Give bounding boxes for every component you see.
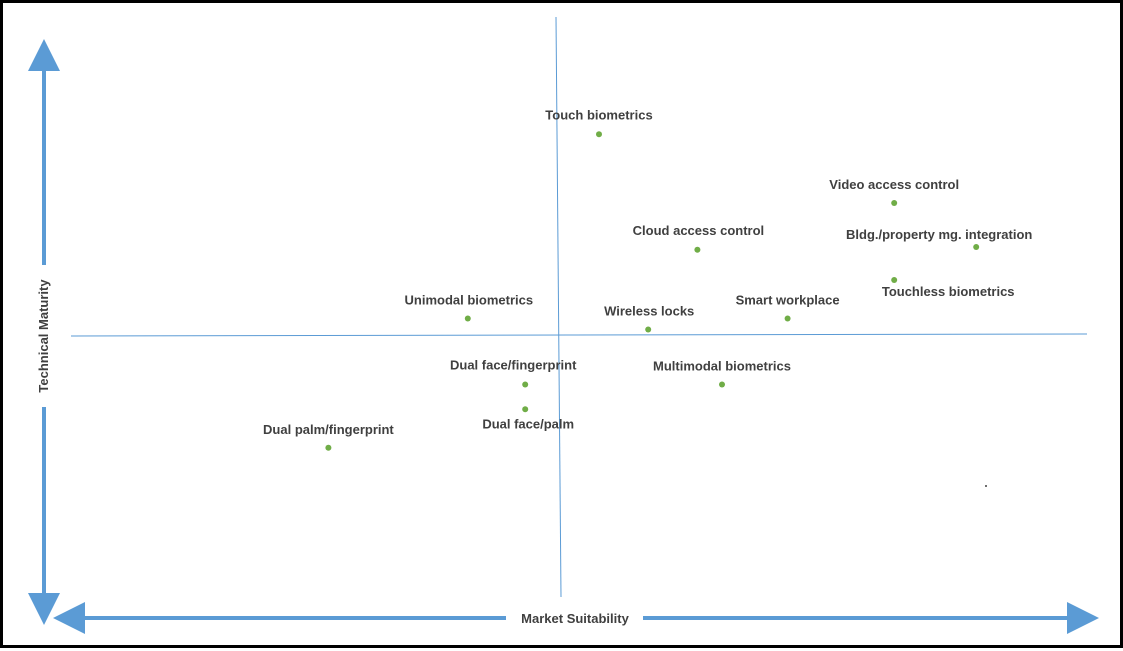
data-point: [325, 444, 332, 451]
data-point-label: Dual face/palm: [482, 416, 574, 431]
data-point: [891, 200, 898, 206]
data-point-label: Cloud access control: [633, 223, 764, 238]
data-point: [891, 277, 898, 283]
data-point-label: Dual palm/fingerprint: [263, 422, 394, 437]
data-point: [522, 381, 529, 388]
stray-dot: [985, 485, 987, 487]
data-point: [784, 315, 791, 322]
data-point: [645, 326, 652, 333]
data-point-label: Bldg./property mg. integration: [846, 227, 1032, 242]
data-point-label: Dual face/fingerprint: [450, 358, 577, 373]
data-point-label: Video access control: [829, 177, 959, 192]
data-point-label: Touch biometrics: [545, 107, 652, 122]
data-point-label: Multimodal biometrics: [653, 359, 791, 374]
data-point-label: Wireless locks: [604, 304, 694, 319]
data-point-label: Smart workplace: [736, 293, 840, 308]
vertical-quadrant-line: [555, 16, 562, 598]
data-point: [719, 381, 725, 388]
quadrant-chart: Technical Maturity Market Suitability To…: [28, 16, 1099, 634]
data-point: [973, 244, 980, 250]
x-axis-title: Market Suitability: [521, 611, 629, 626]
data-point: [464, 315, 471, 322]
data-point-label: Touchless biometrics: [882, 284, 1015, 299]
data-point: [522, 406, 529, 413]
horizontal-quadrant-line: [70, 333, 1088, 337]
y-axis-title: Technical Maturity: [36, 279, 51, 393]
data-point: [596, 131, 602, 138]
data-point-label: Unimodal biometrics: [405, 293, 534, 308]
data-point: [694, 246, 701, 253]
